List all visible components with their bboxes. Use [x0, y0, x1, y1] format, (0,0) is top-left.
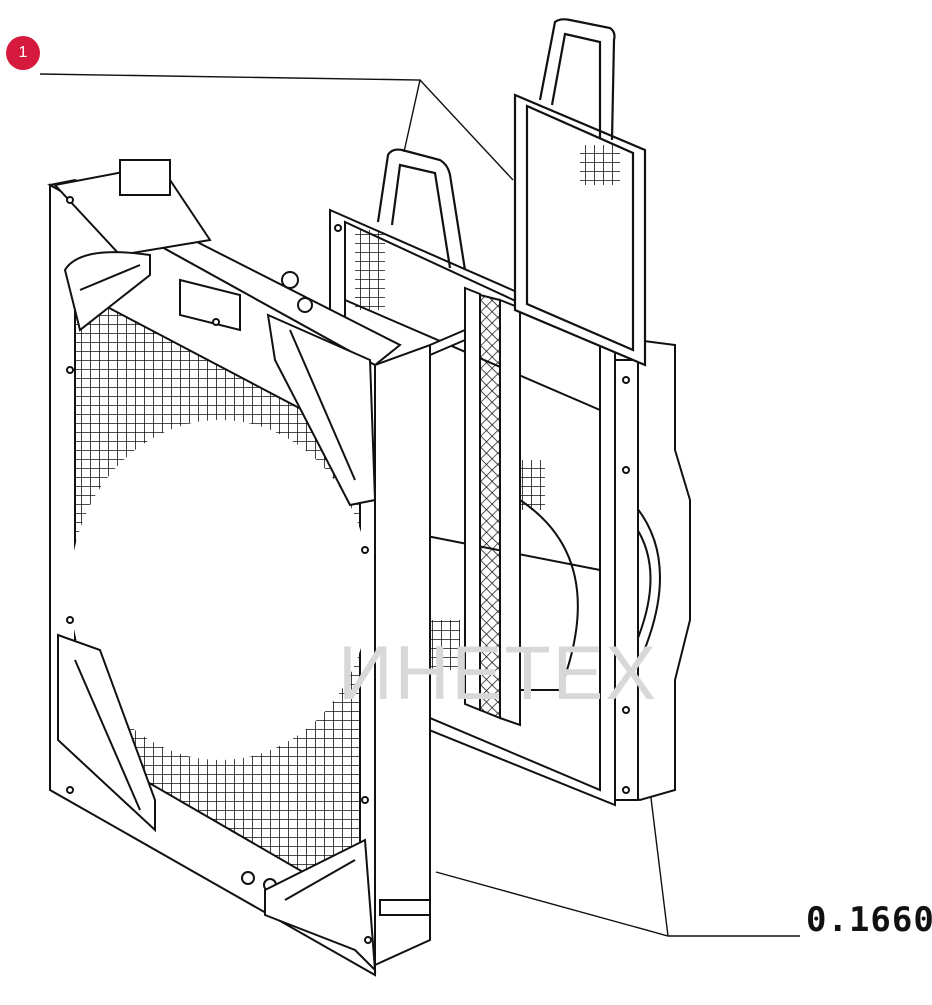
fan-shroud [610, 338, 690, 800]
side-channel [364, 330, 465, 965]
screen-filter-small [378, 150, 465, 270]
screen-filter-tall [515, 19, 645, 365]
part-number-label: 0.1660 [806, 900, 932, 940]
corner-brackets [58, 252, 375, 970]
watermark-text: ИНЕТЕХ [338, 631, 659, 716]
leader-lines [40, 74, 800, 936]
separator-plates [465, 288, 520, 725]
callout-badge-1[interactable]: 1 [6, 36, 40, 70]
